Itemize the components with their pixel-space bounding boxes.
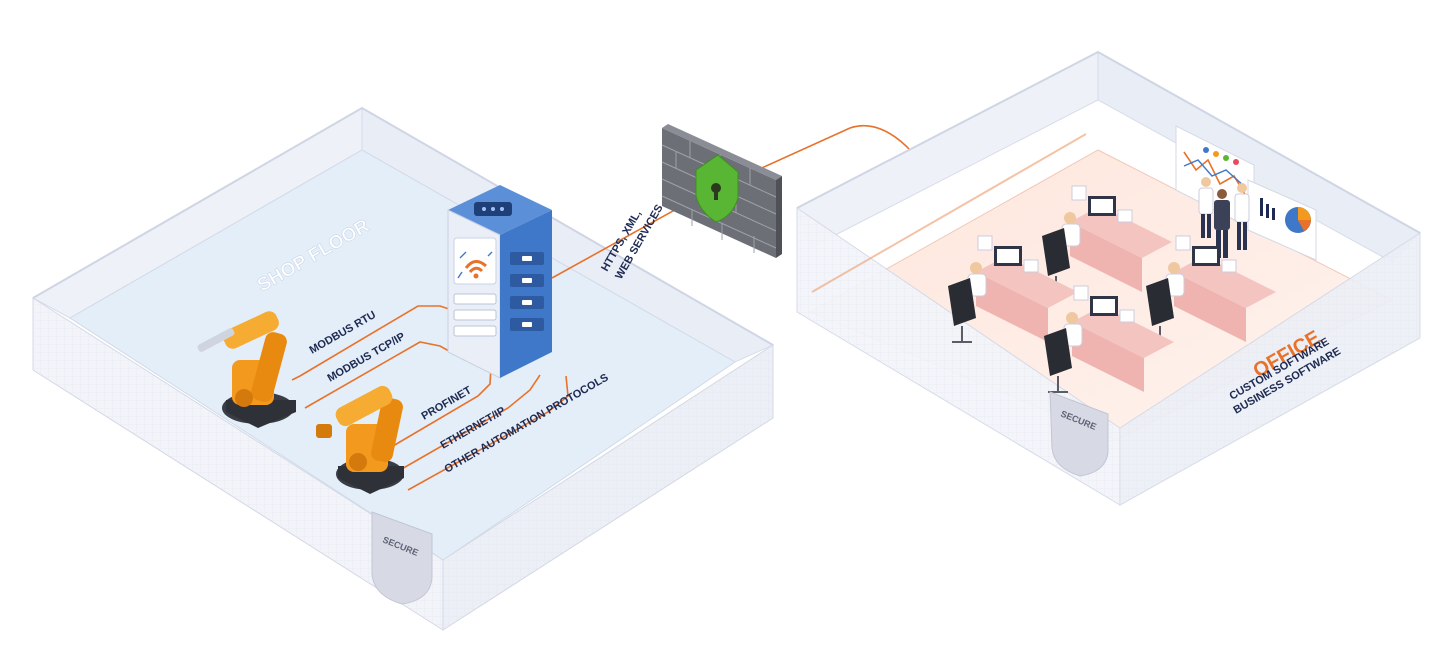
shop-wall-rim bbox=[32, 106, 774, 346]
office-wall-rim bbox=[796, 50, 1421, 234]
server-tower bbox=[447, 185, 552, 379]
workstation-3 bbox=[1146, 235, 1276, 343]
https-connection-line bbox=[551, 124, 913, 279]
office-front-wall-right-grid bbox=[1120, 233, 1420, 505]
office-room bbox=[796, 50, 1421, 506]
robot-arm-2 bbox=[316, 385, 404, 494]
shop-floor-surface bbox=[69, 149, 736, 561]
shop-floor-room: SHOP FLOOR bbox=[31, 106, 775, 631]
person-standing-3 bbox=[1234, 183, 1250, 250]
shop-front-wall-right-grid bbox=[443, 345, 773, 630]
shop-secure-shield: SECURE bbox=[371, 511, 433, 605]
office-secure-shield: SECURE bbox=[1049, 391, 1109, 477]
person-standing-2 bbox=[1214, 189, 1230, 258]
workstation-1 bbox=[1042, 185, 1172, 293]
office-front-wall-left-grid bbox=[797, 208, 1120, 505]
office-internal-cable bbox=[811, 133, 1087, 293]
robot-arm-1 bbox=[197, 311, 296, 428]
workstations bbox=[948, 185, 1276, 393]
person-standing-1 bbox=[1198, 177, 1214, 238]
workstation-4 bbox=[1044, 285, 1174, 393]
firewall-security-shield bbox=[695, 154, 739, 223]
standing-people bbox=[1198, 177, 1250, 258]
shop-front-wall-left-grid bbox=[33, 298, 443, 630]
workstation-2 bbox=[948, 235, 1078, 343]
